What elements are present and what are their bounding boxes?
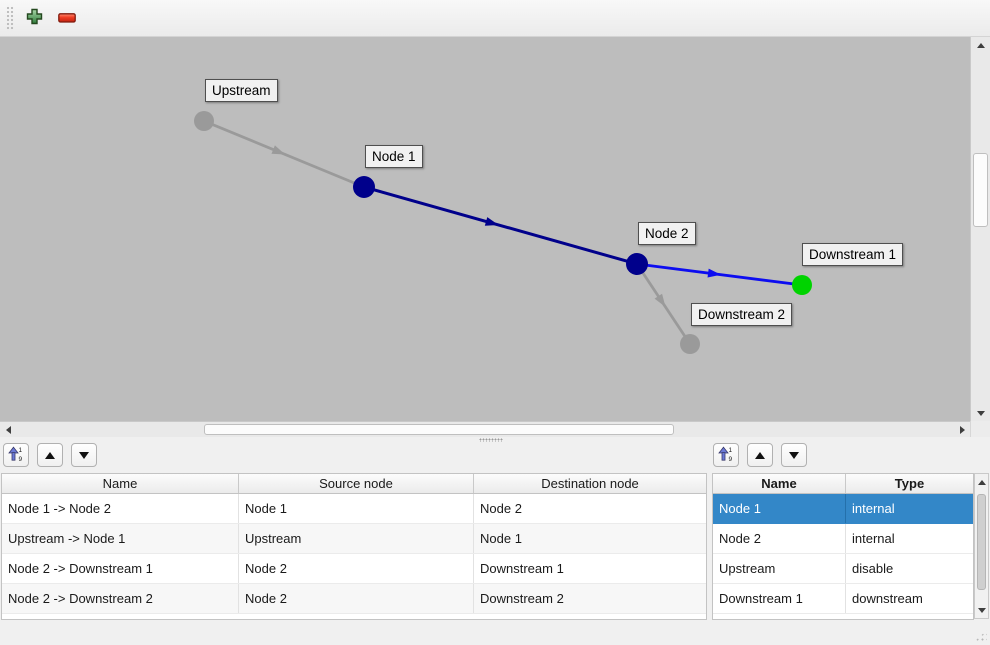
edge-destination-cell: Node 2 xyxy=(480,501,522,516)
edge-source-cell: Upstream xyxy=(239,524,474,553)
vertical-scroll-thumb[interactable] xyxy=(973,153,988,227)
resize-grip-icon[interactable] xyxy=(973,630,987,643)
horizontal-scroll-thumb[interactable] xyxy=(204,424,674,435)
column-header-source-node[interactable]: Source node xyxy=(239,474,474,493)
edge-name-cell: Node 2 -> Downstream 1 xyxy=(2,554,239,583)
node-name-cell: Node 1 xyxy=(713,494,846,523)
node-table: Name Type Node 1 internal Node 2 interna… xyxy=(712,473,974,620)
node-type-cell: internal xyxy=(852,531,895,546)
move-down-button[interactable] xyxy=(781,443,807,467)
add-button[interactable] xyxy=(21,4,47,32)
node-circle[interactable] xyxy=(792,275,812,295)
sort-ascending-icon: 1 9 xyxy=(8,446,24,465)
node-type-cell: disable xyxy=(852,561,894,576)
edge-row[interactable]: Node 1 -> Node 2 Node 1 Node 2 xyxy=(2,494,706,524)
scroll-left-icon[interactable] xyxy=(0,422,16,437)
node-name-cell: Upstream xyxy=(713,554,846,583)
edge-line[interactable] xyxy=(363,185,638,266)
node-type-cell: internal xyxy=(852,501,895,516)
move-down-button[interactable] xyxy=(71,443,97,467)
node-label[interactable]: Downstream 2 xyxy=(691,303,793,326)
edge-source-cell: Node 1 xyxy=(239,494,474,523)
node-row[interactable]: Node 2 internal xyxy=(713,524,973,554)
node-circle[interactable] xyxy=(626,253,648,275)
main-toolbar xyxy=(0,0,990,37)
node-row[interactable]: Upstream disable xyxy=(713,554,973,584)
edge-table: Name Source node Destination node Node 1… xyxy=(1,473,707,620)
up-arrow-icon xyxy=(45,451,55,459)
edge-source-cell: Node 2 xyxy=(239,584,474,613)
scrollbar-corner xyxy=(970,421,990,437)
node-circle[interactable] xyxy=(680,334,700,354)
splitter-handle-icon xyxy=(479,438,503,442)
edge-row[interactable]: Node 2 -> Downstream 2 Node 2 Downstream… xyxy=(2,584,706,614)
down-arrow-icon xyxy=(789,451,799,459)
sort-button[interactable]: 1 9 xyxy=(3,443,29,467)
move-up-button[interactable] xyxy=(747,443,773,467)
scroll-up-icon[interactable] xyxy=(975,475,988,489)
svg-text:1: 1 xyxy=(729,447,733,454)
node-label[interactable]: Upstream xyxy=(205,79,278,102)
scroll-down-icon[interactable] xyxy=(971,405,990,421)
edge-table-header: Name Source node Destination node xyxy=(2,474,706,494)
edge-destination-cell: Downstream 1 xyxy=(480,561,564,576)
scroll-up-icon[interactable] xyxy=(971,37,990,53)
edge-destination-cell: Downstream 2 xyxy=(480,591,564,606)
node-table-header: Name Type xyxy=(713,474,973,494)
sort-button[interactable]: 1 9 xyxy=(713,443,739,467)
edge-arrow-icon xyxy=(707,268,721,278)
minus-icon xyxy=(58,11,76,26)
edge-destination-cell: Node 1 xyxy=(480,531,522,546)
edge-name-cell: Node 2 -> Downstream 2 xyxy=(2,584,239,613)
move-up-button[interactable] xyxy=(37,443,63,467)
svg-text:9: 9 xyxy=(19,456,23,462)
node-table-scrollbar[interactable] xyxy=(974,473,989,619)
canvas-vertical-scrollbar[interactable] xyxy=(970,37,990,421)
edge-arrow-icon xyxy=(654,293,666,308)
edge-arrow-icon xyxy=(271,145,286,155)
node-name-cell: Node 2 xyxy=(713,524,846,553)
node-row-selected[interactable]: Node 1 internal xyxy=(713,494,973,524)
column-header-name[interactable]: Name xyxy=(2,474,239,493)
scroll-right-icon[interactable] xyxy=(954,422,970,437)
column-header-destination-node[interactable]: Destination node xyxy=(541,476,639,491)
svg-text:1: 1 xyxy=(19,447,23,454)
table-scroll-thumb[interactable] xyxy=(977,494,986,590)
sort-ascending-icon: 1 9 xyxy=(718,446,734,465)
node-label[interactable]: Node 2 xyxy=(638,222,696,245)
node-panel-toolbar: 1 9 xyxy=(713,443,807,467)
edge-name-cell: Node 1 -> Node 2 xyxy=(2,494,239,523)
node-circle[interactable] xyxy=(353,176,375,198)
scroll-down-icon[interactable] xyxy=(975,603,988,617)
edge-source-cell: Node 2 xyxy=(239,554,474,583)
remove-button[interactable] xyxy=(54,4,80,32)
edge-row[interactable]: Upstream -> Node 1 Upstream Node 1 xyxy=(2,524,706,554)
column-header-name[interactable]: Name xyxy=(713,474,846,493)
column-header-type[interactable]: Type xyxy=(894,476,925,491)
pane-splitter[interactable] xyxy=(0,437,990,443)
toolbar-grip[interactable] xyxy=(5,5,14,31)
edge-panel-toolbar: 1 9 xyxy=(3,443,97,467)
node-row[interactable]: Downstream 1 downstream xyxy=(713,584,973,614)
graph-edges-layer xyxy=(194,111,812,354)
node-label[interactable]: Node 1 xyxy=(365,145,423,168)
node-label[interactable]: Downstream 1 xyxy=(802,243,904,266)
node-name-cell: Downstream 1 xyxy=(713,584,846,613)
node-type-cell: downstream xyxy=(852,591,923,606)
up-arrow-icon xyxy=(755,451,765,459)
edge-name-cell: Upstream -> Node 1 xyxy=(2,524,239,553)
node-circle[interactable] xyxy=(194,111,214,131)
edge-arrow-icon xyxy=(484,217,499,226)
down-arrow-icon xyxy=(79,451,89,459)
canvas-horizontal-scrollbar[interactable] xyxy=(0,421,970,437)
edge-row[interactable]: Node 2 -> Downstream 1 Node 2 Downstream… xyxy=(2,554,706,584)
svg-text:9: 9 xyxy=(729,456,733,462)
plus-icon xyxy=(26,8,43,28)
